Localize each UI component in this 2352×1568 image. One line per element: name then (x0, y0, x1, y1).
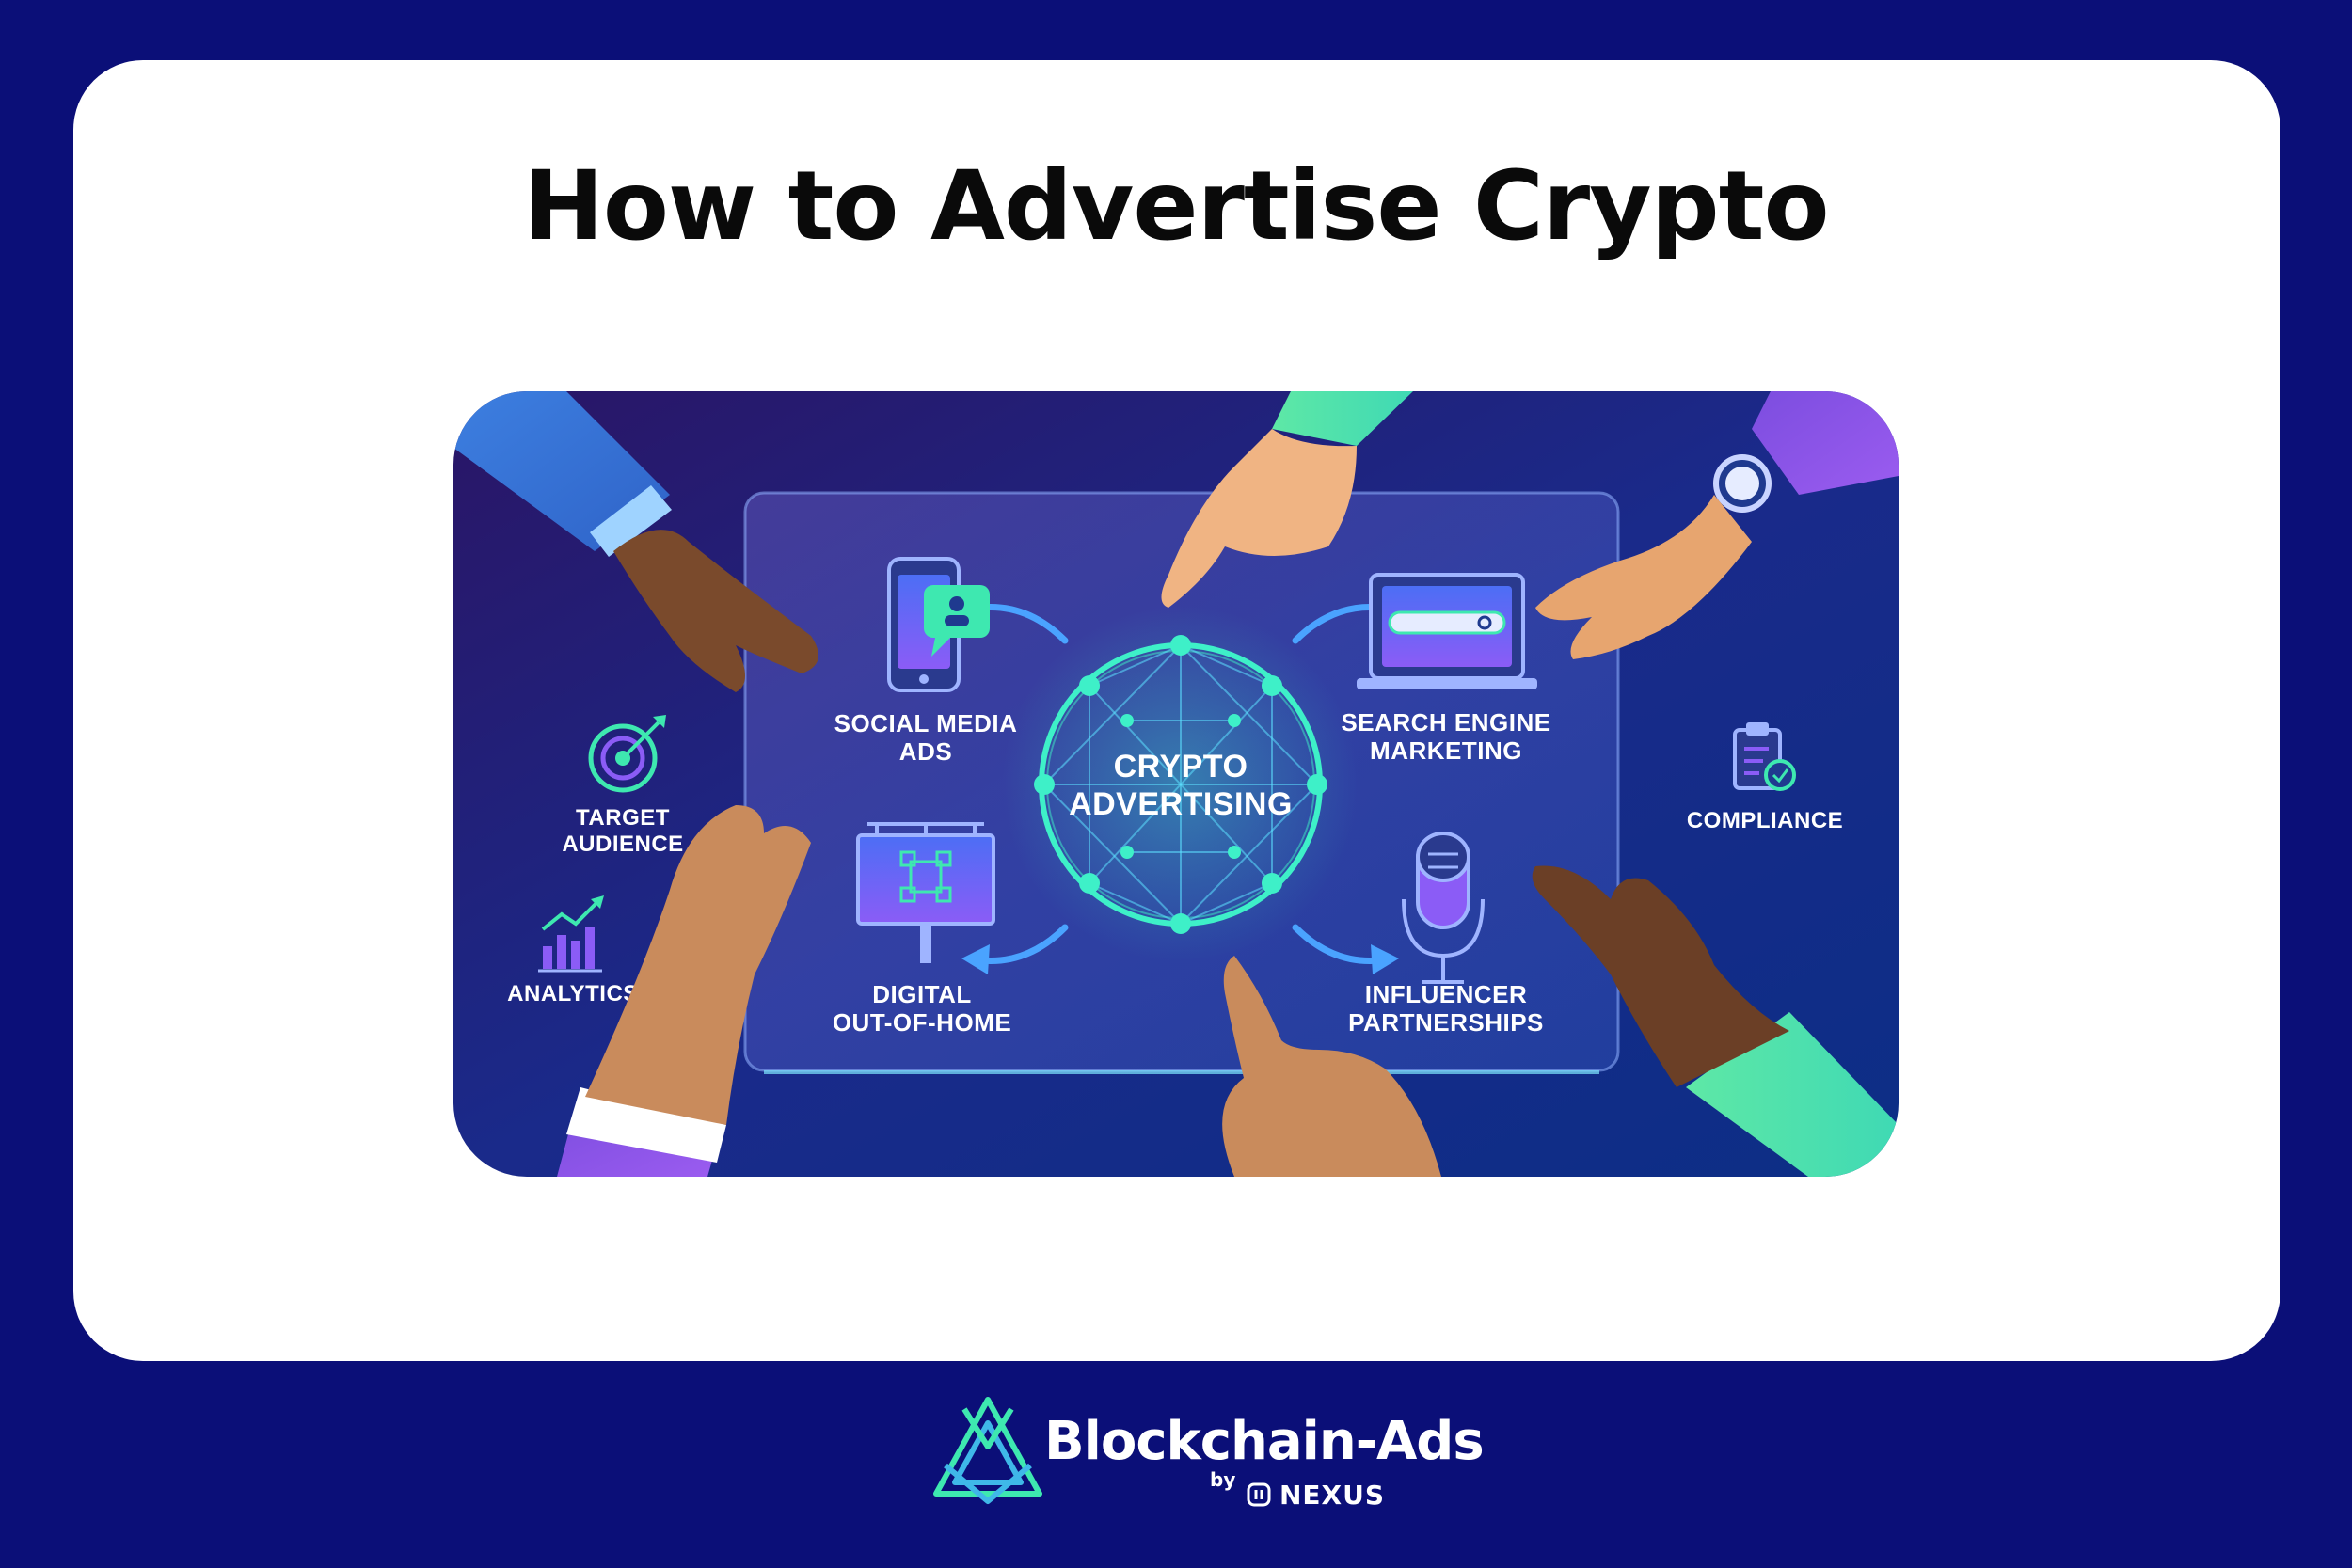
billboard-icon (856, 822, 995, 963)
sem-label-line1: SEARCH ENGINE (1341, 708, 1550, 736)
network-globe-icon: CRYPTO ADVERTISING (1002, 606, 1359, 963)
microphone-icon (1402, 832, 1485, 984)
target-audience-label-line1: TARGET (576, 805, 670, 831)
influencer-label-line1: INFLUENCER (1365, 980, 1528, 1008)
dooh-label-line1: DIGITAL (872, 980, 972, 1008)
social-media-label-line2: ADS (899, 737, 952, 766)
hand-top-left (453, 391, 818, 692)
compliance-label: COMPLIANCE (1687, 808, 1843, 833)
analytics-label: ANALYTICS (507, 981, 639, 1006)
dooh-label-line2: OUT-OF-HOME (833, 1008, 1011, 1037)
sem-label-line2: MARKETING (1370, 736, 1522, 765)
nexus-mark-icon (1247, 1482, 1271, 1507)
blockchain-ads-logo-icon (933, 1397, 1042, 1504)
social-media-label-line1: SOCIAL MEDIA (834, 709, 1018, 737)
target-icon (588, 715, 666, 793)
smartphone-chat-icon (887, 557, 990, 692)
center-label-line2: ADVERTISING (1069, 786, 1293, 822)
hand-top-center (1161, 391, 1413, 608)
crypto-advertising-illustration: CRYPTO ADVERTISING SOCIAL MEDIA AD (453, 391, 1899, 1177)
arrow-head-bottom-left (961, 944, 990, 974)
arrow-head-bottom-right (1371, 944, 1399, 974)
brand-partner: NEXUS (1279, 1480, 1386, 1511)
brand-by: by (1210, 1468, 1236, 1491)
hand-bottom-center (1222, 956, 1441, 1177)
clipboard-check-icon (1733, 722, 1796, 791)
hand-bottom-left (557, 805, 811, 1177)
hand-top-right (1535, 391, 1899, 659)
brand-name: Blockchain-Ads (1044, 1411, 1485, 1472)
target-audience-label-line2: AUDIENCE (562, 832, 683, 857)
hand-bottom-right (1532, 865, 1899, 1177)
influencer-label-line2: PARTNERSHIPS (1348, 1008, 1544, 1037)
center-label-line1: CRYPTO (1114, 749, 1248, 784)
laptop-search-icon (1357, 573, 1537, 689)
page-title: How to Advertise Crypto (523, 150, 1829, 262)
bar-chart-icon (538, 895, 604, 973)
